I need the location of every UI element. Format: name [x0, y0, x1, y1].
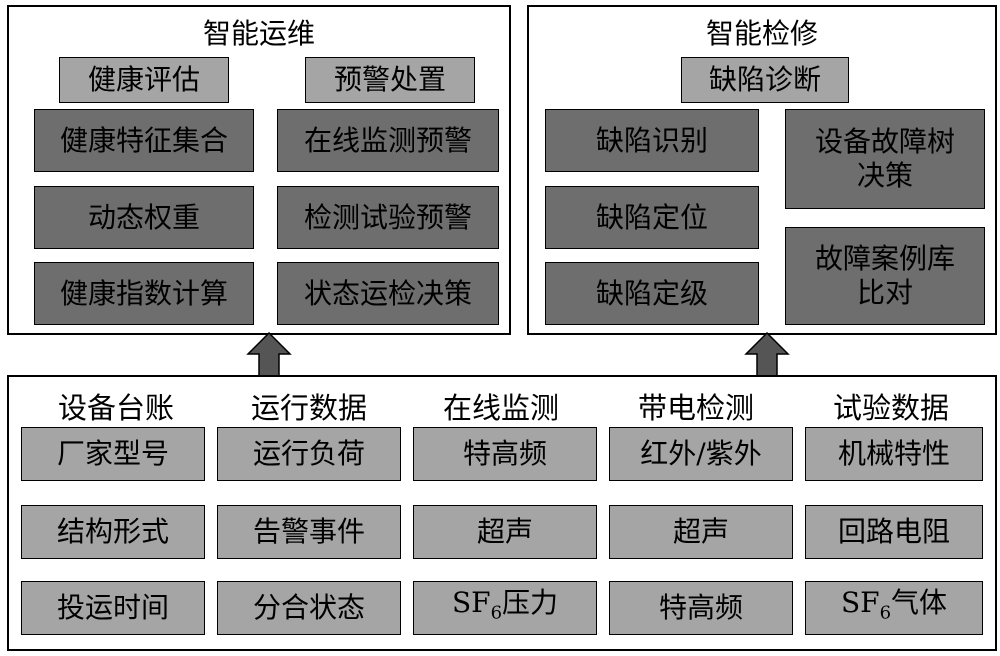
- live-item-ultrasonic: 超声: [609, 505, 793, 559]
- data-sources-panel: 设备台账 厂家型号 结构形式 投运时间 运行数据 运行负荷 告警事件 分合状态 …: [7, 375, 997, 651]
- ledger-title: 设备台账: [57, 391, 174, 425]
- online-item-ultrasonic: 超声: [413, 505, 597, 559]
- repair-panel: 智能检修 缺陷诊断 缺陷识别 缺陷定位 缺陷定级 设备故障树决策 故障案例库比对: [527, 5, 997, 335]
- state-maintenance-decision: 状态运检决策: [277, 262, 499, 325]
- operation-item-load: 运行负荷: [217, 427, 401, 481]
- operation-item-switch-state: 分合状态: [217, 581, 401, 635]
- test-item-loop-resistance: 回路电阻: [805, 505, 983, 559]
- test-title: 试验数据: [832, 391, 949, 425]
- defect-grading: 缺陷定级: [545, 262, 759, 325]
- operation-item-alarm: 告警事件: [217, 505, 401, 559]
- online-item-sf6-pressure: SF6压力: [413, 581, 597, 635]
- fault-tree-decision: 设备故障树决策: [785, 109, 985, 209]
- online-item-uhf: 特高频: [413, 427, 597, 481]
- ledger-item-commission-time: 投运时间: [21, 581, 205, 635]
- fault-case-comparison: 故障案例库比对: [785, 227, 985, 325]
- live-title: 带电检测: [637, 391, 754, 425]
- ledger-item-manufacturer: 厂家型号: [21, 427, 205, 481]
- online-title: 在线监测: [442, 391, 559, 425]
- arrow-up-ops: [246, 332, 292, 378]
- sf6-pressure-text: SF6压力: [451, 585, 559, 624]
- test-item-sf6-gas: SF6气体: [805, 581, 983, 635]
- online-monitoring-warning: 在线监测预警: [277, 109, 499, 172]
- live-item-infrared: 红外/紫外: [609, 427, 793, 481]
- test-item-mechanical: 机械特性: [805, 427, 983, 481]
- defect-identification: 缺陷识别: [545, 109, 759, 172]
- warning-disposal-header: 预警处置: [305, 57, 475, 103]
- health-assessment-header: 健康评估: [59, 57, 229, 103]
- defect-location: 缺陷定位: [545, 186, 759, 249]
- arrow-up-repair: [744, 332, 790, 378]
- defect-diagnosis-header: 缺陷诊断: [681, 57, 849, 103]
- ops-title: 智能运维: [202, 17, 315, 50]
- health-feature-set: 健康特征集合: [34, 109, 254, 172]
- test-warning: 检测试验预警: [277, 186, 499, 249]
- ops-panel: 智能运维 健康评估 预警处置 健康特征集合 动态权重 健康指数计算 在线监测预警…: [7, 5, 511, 335]
- operation-title: 运行数据: [250, 391, 367, 425]
- health-index-calc: 健康指数计算: [34, 262, 254, 325]
- repair-title: 智能检修: [705, 17, 818, 50]
- dynamic-weight: 动态权重: [34, 186, 254, 249]
- live-item-uhf: 特高频: [609, 581, 793, 635]
- ledger-item-structure: 结构形式: [21, 505, 205, 559]
- sf6-gas-text: SF6气体: [840, 585, 948, 624]
